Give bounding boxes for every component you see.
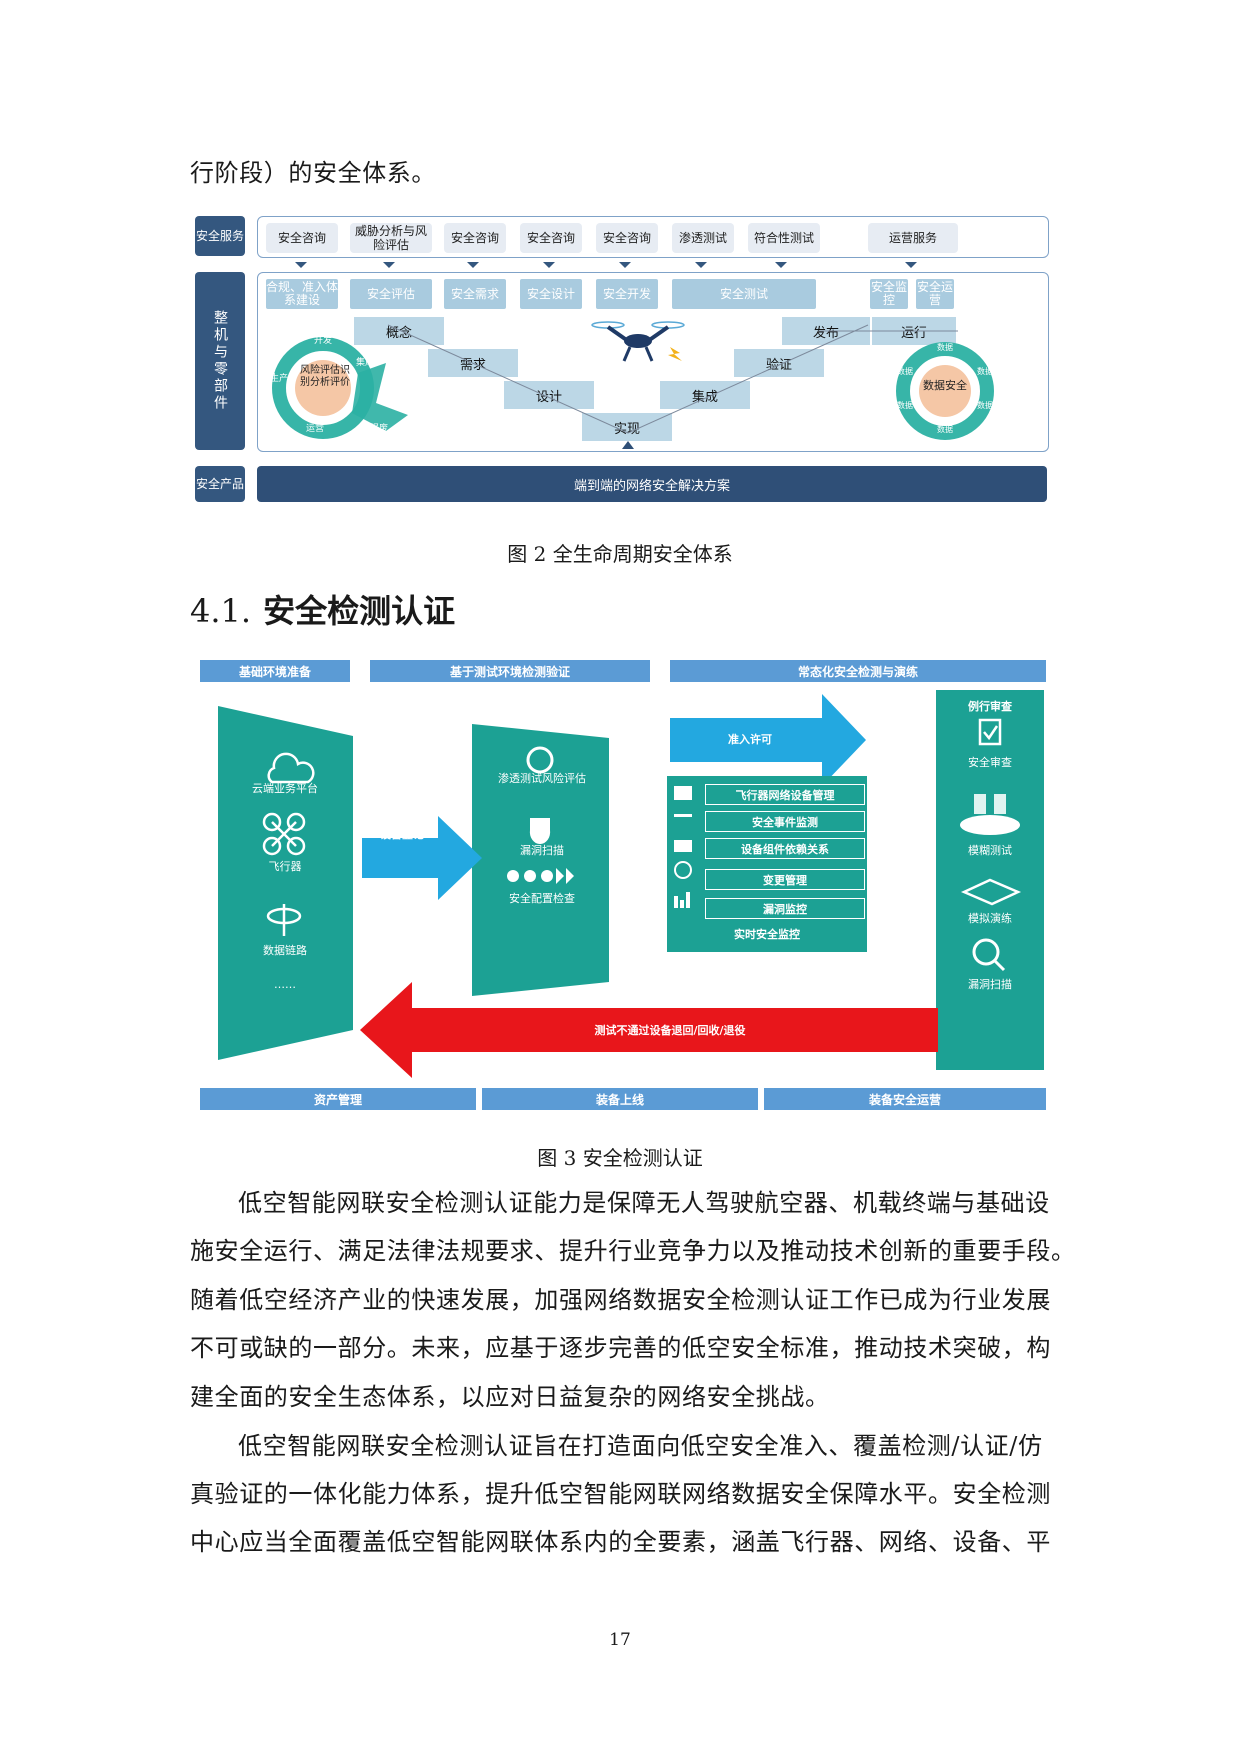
left-item: ……	[274, 978, 296, 991]
bottom-header: 装备上线	[482, 1088, 758, 1110]
service-box: 符合性测试	[748, 223, 820, 253]
left-item: 云端业务平台	[252, 782, 318, 795]
lifecycle-frame: 合规、准入体系建设 安全评估 安全需求 安全设计 安全开发 安全测试 安全监控 …	[257, 272, 1049, 452]
phase-header: 常态化安全检测与演练	[670, 660, 1046, 682]
down-arrow-icon	[383, 262, 395, 268]
monitor-row: 设备组件依赖关系	[705, 838, 865, 859]
service-box: 安全咨询	[596, 223, 658, 253]
right-item: 安全审查	[968, 756, 1012, 769]
red-arrow-label: 测试不通过设备退回/回收/退役	[594, 1024, 746, 1037]
cycle-label: 开发	[313, 336, 332, 346]
v-step: 实现	[582, 413, 672, 441]
section-title: 安全检测认证	[263, 592, 456, 630]
v-model-lines	[387, 324, 958, 449]
down-arrow-icon	[543, 262, 555, 268]
paragraph-line: 真验证的一体化能力体系，提升低空智能网联网络数据安全保障水平。安全检测	[190, 1480, 1051, 1508]
mid-item: 渗透测试风险评估	[498, 772, 586, 785]
monitor-row: 漏洞监控	[705, 898, 865, 919]
service-box: 运营服务	[868, 223, 958, 253]
service-box: 渗透测试	[672, 223, 734, 253]
cycle-label: 数据	[977, 367, 993, 376]
data-security-cycle-diagram	[896, 342, 994, 440]
risk-cycle-diagram	[272, 337, 408, 439]
service-box: 安全咨询	[266, 223, 338, 253]
cycle-label: 数据	[897, 367, 913, 376]
right-item: 模糊测试	[968, 844, 1012, 857]
paragraph-line: 施安全运行、满足法律法规要求、提升行业竞争力以及推动技术创新的重要手段。	[190, 1237, 1076, 1265]
mid-item: 安全配置检查	[509, 892, 575, 905]
bottom-header: 资产管理	[200, 1088, 476, 1110]
paragraph-line: 中心应当全面覆盖低空智能网联体系内的全要素，涵盖飞行器、网络、设备、平	[190, 1528, 1051, 1556]
down-arrow-icon	[905, 262, 917, 268]
cycle-label: 集成	[355, 358, 374, 368]
cycle-label: 运营	[305, 424, 324, 434]
paragraph-line: 随着低空经济产业的快速发展，加强网络数据安全检测认证工作已成为行业发展	[190, 1286, 1051, 1314]
down-arrow-icon	[775, 262, 787, 268]
paragraph-line: 不可或缺的一部分。未来，应基于逐步完善的低空安全标准，推动技术突破，构	[190, 1334, 1051, 1362]
phase-box: 安全测试	[672, 279, 816, 309]
row-label-service: 安全服务	[195, 216, 245, 256]
phase-box: 安全运营	[916, 279, 954, 309]
bottom-header: 装备安全运营	[764, 1088, 1046, 1110]
cycle-label: 数据	[937, 425, 953, 434]
data-security-center: 数据安全	[923, 379, 967, 392]
phase-box: 合规、准入体系建设	[266, 279, 339, 309]
end-to-end-solution-bar: 端到端的网络安全解决方案	[257, 466, 1047, 502]
monitor-title: 实时安全监控	[734, 928, 800, 941]
down-arrow-icon	[619, 262, 631, 268]
monitor-row: 安全事件监测	[705, 811, 865, 832]
figure-security-testing-certification: 基础环境准备 基于测试环境检测验证 常态化安全检测与演练	[200, 660, 1046, 1112]
down-arrow-icon	[695, 262, 707, 268]
figure-3-graphics	[218, 690, 1044, 1078]
monitor-row: 飞行器网络设备管理	[705, 784, 865, 805]
top-text-line: 行阶段）的安全体系。	[190, 159, 436, 187]
cycle-label: 数据	[937, 343, 953, 352]
figure-2-caption: 图 2 全生命周期安全体系	[507, 542, 733, 566]
paragraph-line: 建全面的安全生态体系，以应对日益复杂的网络安全挑战。	[190, 1383, 830, 1411]
row-label-products: 安全产品	[195, 466, 245, 502]
down-arrow-icon	[467, 262, 479, 268]
left-item: 飞行器	[268, 860, 302, 873]
service-bar: 安全咨询 威胁分析与风险评估 安全咨询 安全咨询 安全咨询 渗透测试 符合性测试…	[257, 216, 1049, 258]
service-box: 安全咨询	[444, 223, 506, 253]
phase-header: 基于测试环境检测验证	[370, 660, 650, 682]
figure-3-caption: 图 3 安全检测认证	[537, 1146, 703, 1170]
down-arrow-icon	[295, 262, 307, 268]
right-item: 模拟演练	[968, 912, 1012, 925]
phase-box: 安全需求	[444, 279, 506, 309]
cycle-label: 报废	[369, 424, 388, 434]
phase-box: 安全设计	[520, 279, 582, 309]
monitor-row: 变更管理	[705, 869, 865, 890]
service-box: 安全咨询	[520, 223, 582, 253]
right-panel-title: 例行审查	[968, 700, 1012, 713]
phase-box: 安全评估	[350, 279, 432, 309]
v-step: 集成	[660, 381, 750, 409]
phase-header: 基础环境准备	[200, 660, 350, 682]
phase-box: 安全监控	[870, 279, 908, 309]
paragraph-line: 低空智能网联安全检测认证旨在打造面向低空安全准入、覆盖检测/认证/仿	[238, 1432, 1043, 1460]
mid-item: 漏洞扫描	[520, 844, 564, 857]
permit-arrow-label: 准入许可	[728, 733, 772, 746]
paragraph-line: 低空智能网联安全检测认证能力是保障无人驾驶航空器、机载终端与基础设	[238, 1189, 1050, 1217]
v-step: 概念	[354, 317, 444, 345]
drone-icon	[591, 321, 685, 362]
cycle-label: 数据	[977, 401, 993, 410]
register-arrow-label: 设备登记	[380, 828, 424, 841]
page-number: 17	[609, 1630, 631, 1650]
section-heading: 4.1. 安全检测认证	[190, 586, 455, 632]
figure-lifecycle-security-system: 安全服务 整机与零部件 安全产品 安全咨询 威胁分析与风险评估 安全咨询 安全咨…	[195, 212, 1050, 512]
phase-box: 安全开发	[596, 279, 658, 309]
section-number: 4.1.	[190, 592, 252, 630]
service-box: 威胁分析与风险评估	[350, 223, 432, 253]
cycle-label: 生产	[269, 374, 288, 384]
risk-cycle-center: 风险评估识别分析评价	[300, 365, 350, 388]
cycle-label: 数据	[897, 401, 913, 410]
row-label-parts: 整机与零部件	[195, 272, 245, 450]
right-item: 漏洞扫描	[968, 978, 1012, 991]
left-item: 数据链路	[263, 944, 307, 957]
